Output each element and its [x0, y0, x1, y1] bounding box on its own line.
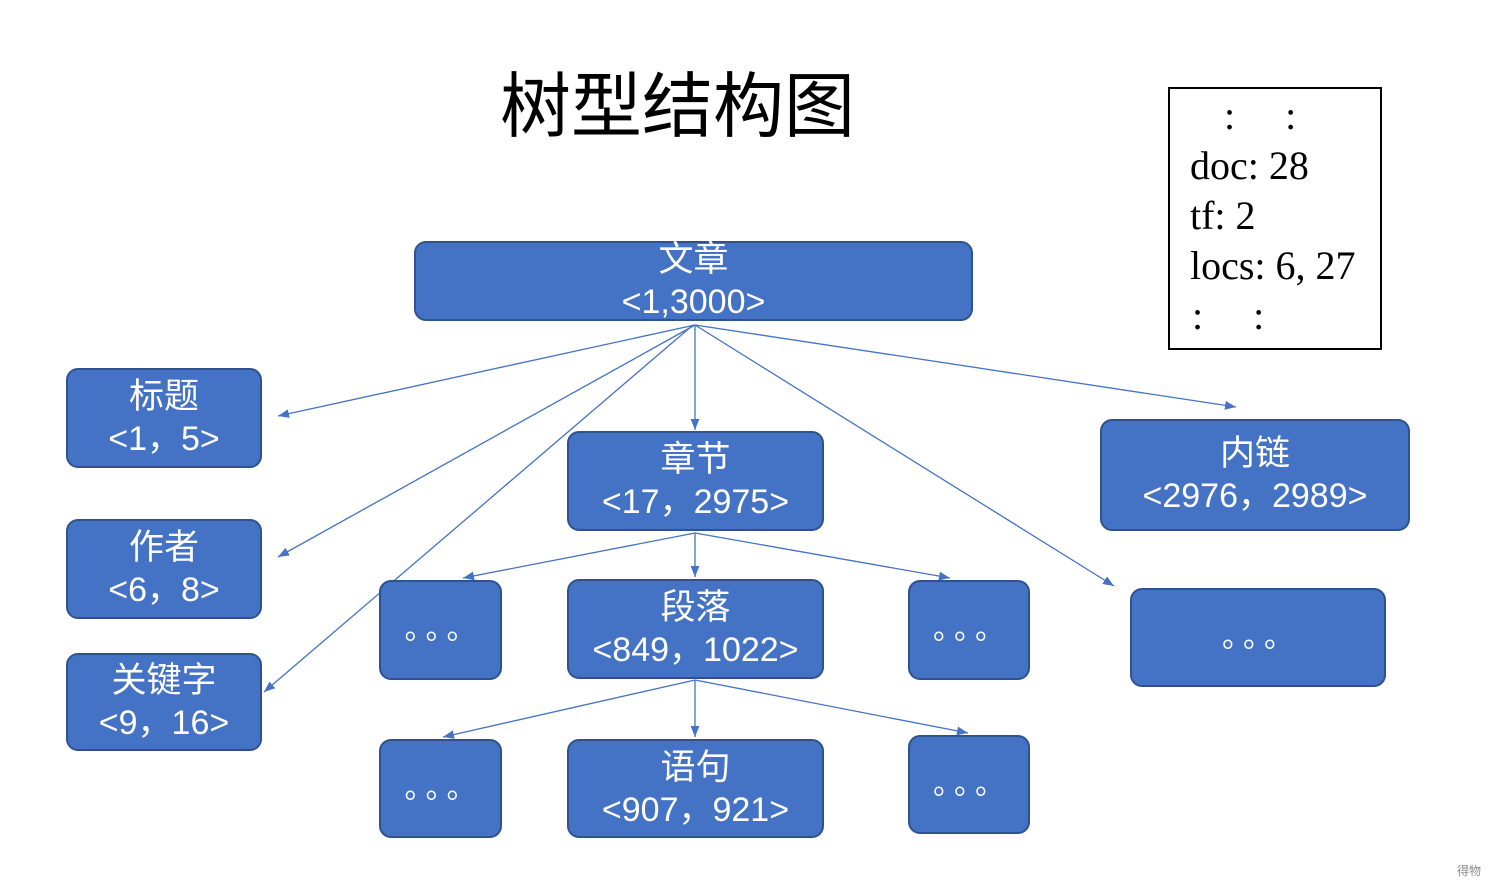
node-title-label: 标题: [128, 377, 199, 416]
node-more-chapter-right: 。。。: [908, 580, 1030, 680]
ellipsis-text: 。。。: [933, 613, 1011, 646]
info-ellipsis-bottom: : :: [1192, 293, 1265, 338]
edge-chapter-to-more-right: [694, 532, 951, 581]
node-chapter: 章节 <17，2975>: [567, 431, 824, 531]
node-author-range: <6，8>: [108, 571, 220, 609]
edge-chapter-to-more-left: [462, 532, 696, 581]
node-chapter-range: <17，2975>: [601, 483, 790, 521]
node-sentence-label: 语句: [660, 747, 731, 787]
info-locs: locs: 6, 27: [1190, 243, 1356, 288]
posting-info-box: : : doc: 28 tf: 2 locs: 6, 27 : :: [1168, 87, 1382, 350]
edge-root-to-keyword: [263, 324, 694, 693]
edge-paragraph-to-more-right: [694, 679, 969, 736]
edge-root-to-more: [694, 324, 1115, 587]
node-chapter-label: 章节: [660, 440, 731, 479]
info-ellipsis-top: : :: [1224, 93, 1297, 138]
node-paragraph-range: <849，1022>: [592, 631, 799, 669]
node-article-range: <1,3000>: [621, 283, 766, 321]
node-inlink: 内链 <2976，2989>: [1100, 419, 1410, 531]
diagram-title: 树型结构图: [500, 68, 856, 147]
info-tf: tf: 2: [1190, 193, 1256, 238]
node-title: 标题 <1，5>: [66, 368, 262, 468]
edge-root-to-title: [277, 324, 696, 418]
node-keyword-range: <9，16>: [98, 704, 230, 742]
node-more-chapter-left: 。。。: [379, 580, 502, 680]
node-inlink-label: 内链: [1219, 434, 1290, 473]
node-keyword: 关键字 <9，16>: [66, 653, 262, 751]
node-more-root-right: 。。。: [1130, 588, 1386, 687]
node-paragraph: 段落 <849，1022>: [567, 579, 824, 679]
edge-paragraph-to-more-left: [442, 679, 696, 739]
info-doc: doc: 28: [1190, 143, 1309, 188]
node-author: 作者 <6，8>: [66, 519, 262, 619]
ellipsis-text: 。。。: [1222, 620, 1300, 654]
node-sentence: 语句 <907，921>: [567, 739, 824, 838]
node-article-label: 文章: [658, 240, 729, 279]
node-paragraph-label: 段落: [660, 588, 731, 627]
edge-root-to-author: [277, 324, 696, 558]
node-keyword-label: 关键字: [111, 661, 217, 700]
node-more-paragraph-right: 。。。: [908, 735, 1030, 834]
node-inlink-range: <2976，2989>: [1142, 477, 1368, 515]
node-title-range: <1，5>: [108, 420, 220, 458]
watermark: 得物: [1457, 864, 1482, 878]
ellipsis-text: 。。。: [404, 613, 483, 646]
node-more-paragraph-left: 。。。: [379, 739, 502, 838]
ellipsis-text: 。。。: [404, 771, 483, 805]
node-article: 文章 <1,3000>: [414, 240, 973, 321]
node-sentence-range: <907，921>: [601, 790, 790, 829]
node-author-label: 作者: [128, 528, 199, 567]
edge-root-to-inlink: [694, 324, 1237, 410]
ellipsis-text: 。。。: [933, 767, 1011, 801]
